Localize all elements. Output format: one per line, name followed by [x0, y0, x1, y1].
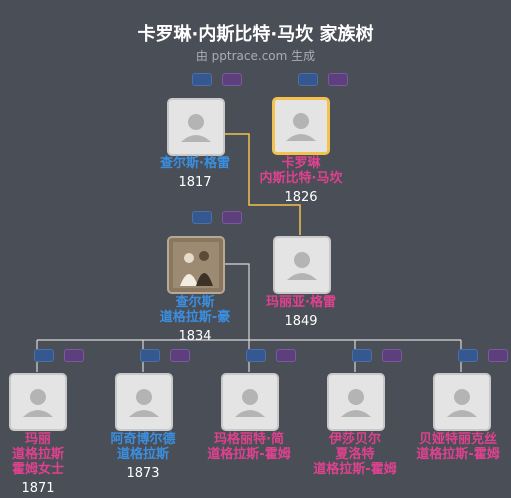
- person-card-charles-douglas-home[interactable]: [167, 236, 225, 294]
- person-birth-year: 1826: [284, 190, 318, 205]
- person-card-beatrice[interactable]: [433, 373, 491, 431]
- page-subtitle: 由 pptrace.com 生成: [195, 49, 316, 63]
- person-birth-year: 1873: [126, 466, 160, 481]
- purple-tag-icon[interactable]: [328, 73, 348, 86]
- blue-tag-icon[interactable]: [34, 349, 54, 362]
- person-silhouette-icon: [23, 389, 53, 417]
- person-birth-year: 1834: [178, 329, 212, 344]
- purple-tag-icon[interactable]: [170, 349, 190, 362]
- person-card-caroline[interactable]: [272, 97, 330, 155]
- person-name[interactable]: 玛格丽特·简 道格拉斯-霍姆: [207, 432, 291, 462]
- person-birth-year: 1871: [21, 481, 55, 496]
- person-name[interactable]: 贝娅特丽克丝 道格拉斯-霍姆: [416, 432, 500, 462]
- person-name[interactable]: 玛丽 道格拉斯 霍姆女士: [11, 432, 64, 477]
- person-silhouette-icon: [235, 389, 265, 417]
- person-silhouette-icon: [181, 114, 211, 142]
- person-name[interactable]: 玛丽亚·格雷: [266, 295, 336, 310]
- person-silhouette-icon: [447, 389, 477, 417]
- person-card-mary[interactable]: [9, 373, 67, 431]
- person-card-archibald[interactable]: [115, 373, 173, 431]
- purple-tag-icon[interactable]: [222, 73, 242, 86]
- couple-photo-icon: [169, 238, 223, 292]
- person-card-isabel-charlotte[interactable]: [327, 373, 385, 431]
- blue-tag-icon[interactable]: [246, 349, 266, 362]
- blue-tag-icon[interactable]: [192, 211, 212, 224]
- person-silhouette-icon: [287, 252, 317, 280]
- purple-tag-icon[interactable]: [276, 349, 296, 362]
- person-card-maria-gray[interactable]: [273, 236, 331, 294]
- page-title: 卡罗琳·内斯比特·马坎 家族树: [137, 24, 374, 45]
- person-name[interactable]: 查尔斯 道格拉斯-豪: [159, 295, 231, 325]
- person-silhouette-icon: [129, 389, 159, 417]
- connector-grandparents: [222, 133, 301, 235]
- person-card-margaret-jane[interactable]: [221, 373, 279, 431]
- blue-tag-icon[interactable]: [140, 349, 160, 362]
- purple-tag-icon[interactable]: [64, 349, 84, 362]
- connector-parents: [223, 263, 250, 340]
- person-card-charles-gray[interactable]: [167, 98, 225, 156]
- blue-tag-icon[interactable]: [458, 349, 478, 362]
- purple-tag-icon[interactable]: [382, 349, 402, 362]
- person-name[interactable]: 查尔斯·格雷: [160, 156, 230, 171]
- person-name[interactable]: 伊莎贝尔 夏洛特 道格拉斯-霍姆: [313, 432, 397, 477]
- person-birth-year: 1817: [178, 175, 212, 190]
- person-silhouette-icon: [341, 389, 371, 417]
- person-birth-year: 1849: [284, 314, 318, 329]
- blue-tag-icon[interactable]: [298, 73, 318, 86]
- purple-tag-icon[interactable]: [222, 211, 242, 224]
- person-name[interactable]: 阿奇博尔德 道格拉斯: [110, 432, 176, 462]
- person-name[interactable]: 卡罗琳 内斯比特·马坎: [259, 156, 343, 186]
- purple-tag-icon[interactable]: [488, 349, 508, 362]
- blue-tag-icon[interactable]: [352, 349, 372, 362]
- blue-tag-icon[interactable]: [192, 73, 212, 86]
- person-silhouette-icon: [286, 113, 316, 141]
